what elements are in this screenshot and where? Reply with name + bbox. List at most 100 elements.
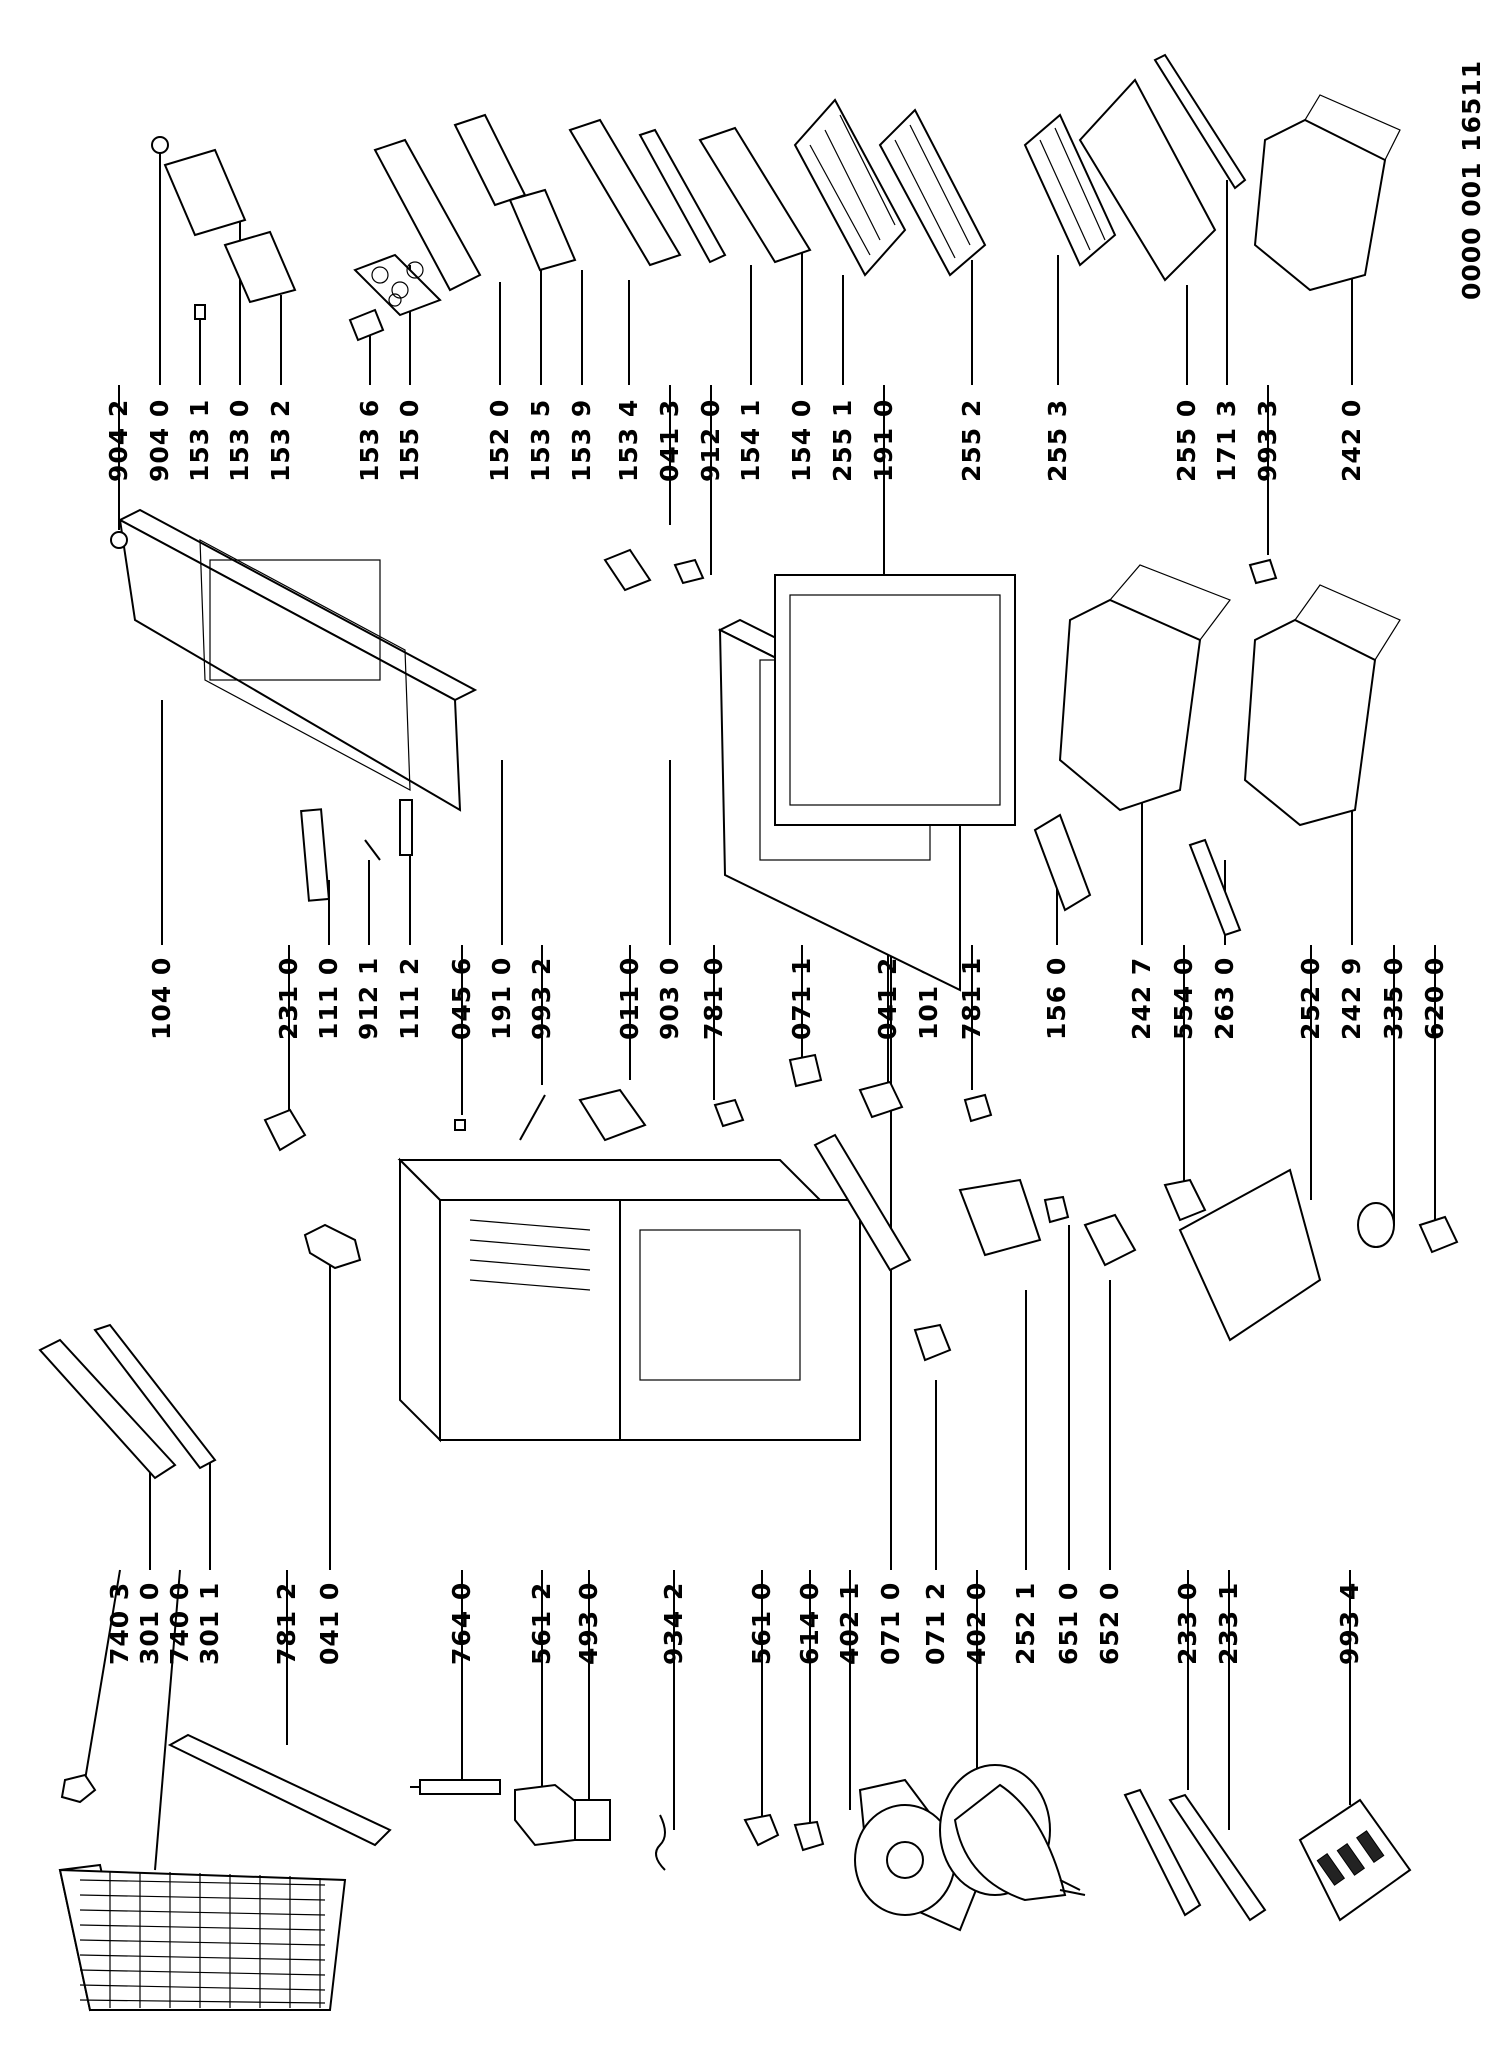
wire-934-2 [655,1814,666,1871]
part-153-5 [453,113,527,207]
label-152-0: 152 0 [485,399,514,482]
label-153-6: 153 6 [355,399,384,482]
label-041-0: 041 0 [315,1582,344,1665]
strip-154-1 [638,128,727,264]
label-252-1: 252 1 [1011,1582,1040,1665]
label-301-0: 301 0 [135,1582,164,1665]
drawer-242-7 [1058,564,1231,812]
part-561-0 [743,1813,780,1847]
shelf-152-0 [373,138,482,292]
cabinet-body [397,1157,861,1443]
part-904-0 [151,136,169,154]
label-242-9: 242 9 [1337,957,1366,1040]
label-153-0: 153 0 [225,399,254,482]
bottom-rail-071-0 [813,1133,912,1272]
label-153-2: 153 2 [266,399,295,482]
top-rail-301-1 [93,1323,217,1470]
part-993-2 [519,1094,546,1141]
part-111-0 [300,808,330,902]
compressor [939,1764,1086,1902]
label-171-3: 171 3 [1212,399,1241,482]
part-041-3 [603,548,652,592]
part-011-0 [578,1088,647,1142]
clip-740-3 [60,1773,97,1804]
egg-tray-155-0 [353,253,442,317]
part-153-0 [163,148,247,237]
part-153-6 [348,308,385,342]
shelf-255-3 [1023,113,1117,267]
label-156-0: 156 0 [1042,957,1071,1040]
compressor-base [854,1778,982,1932]
part-252-0 [1178,1168,1322,1342]
label-301-1: 301 1 [195,1582,224,1665]
part-111-2 [399,799,413,856]
rail-233-1 [1168,1793,1267,1922]
part-493-0 [574,1799,611,1841]
label-651-0: 651 0 [1054,1582,1083,1665]
label-242-0: 242 0 [1337,399,1366,482]
label-255-3: 255 3 [1043,399,1072,482]
label-153-1: 153 1 [185,399,214,482]
part-263-0 [1188,838,1242,937]
label-153-5: 153 5 [526,399,555,482]
part-231-0 [263,1108,307,1152]
rear-rail-781-2 [167,1733,392,1847]
label-154-1: 154 1 [736,399,765,482]
label-242-7: 242 7 [1127,957,1156,1040]
label-904-0: 904 0 [145,399,174,482]
part-620-0 [1418,1215,1459,1254]
part-652-0 [1083,1213,1137,1267]
part-153-9 [508,188,577,272]
label-111-2: 111 2 [395,957,424,1040]
part-153-2 [223,230,297,304]
part-781-0 [713,1098,745,1128]
right-column-labels: 904 2 904 0 153 1 153 0 153 2 153 6 155 … [104,399,1366,482]
label-255-1: 255 1 [828,399,857,482]
label-912-1: 912 1 [354,957,383,1040]
part-614-0 [793,1820,825,1852]
drain-tube [410,1779,501,1795]
shelf-255-2 [878,108,987,277]
label-255-2: 255 2 [957,399,986,482]
part-781-1 [963,1093,993,1123]
drawer-242-0 [1253,94,1401,292]
part-904-2 [110,531,128,549]
document-number: 0000 001 16511 [1457,60,1486,300]
hinge-041-0 [303,1223,362,1270]
left-column-labels: 740 3 301 0 740 0 301 1 781 2 041 0 764 … [105,1582,1364,1665]
part-071-1 [788,1053,823,1088]
label-191-0: 191 0 [487,957,516,1040]
label-155-0: 155 0 [395,399,424,482]
leader-lines [84,152,1436,1871]
part-912-1 [364,839,381,861]
shelf-154-0 [698,126,812,264]
label-652-0: 652 0 [1095,1582,1124,1665]
shelf-255-1 [793,98,907,277]
rail-233-0 [1123,1788,1202,1917]
label-111-0: 111 0 [314,957,343,1040]
part-993-3 [1248,558,1278,585]
middle-column-labels: 104 0 231 0 111 0 912 1 111 2 045 6 191 … [147,957,1449,1040]
label-104-0: 104 0 [147,957,176,1040]
label-740-3: 740 3 [105,1582,134,1665]
door-104-0 [117,508,478,812]
part-045-6 [454,1119,466,1131]
label-153-9: 153 9 [567,399,596,482]
part-335-0 [1357,1202,1395,1248]
part-651-0 [1043,1195,1070,1224]
ice-tray-156-0 [1033,813,1092,912]
label-154-0: 154 0 [787,399,816,482]
label-255-0: 255 0 [1172,399,1201,482]
label-071-2: 071 2 [921,1582,950,1665]
part-561-2 [514,1783,582,1847]
part-153-1 [194,304,206,320]
label-263-0: 263 0 [1210,957,1239,1040]
part-041-2 [858,1080,904,1119]
drawer-242-9 [1243,584,1401,827]
label-903-0: 903 0 [655,957,684,1040]
part-252-1 [958,1178,1042,1257]
label-071-0: 071 0 [876,1582,905,1665]
strip-171-3 [1153,53,1247,190]
label-153-4: 153 4 [614,399,643,482]
